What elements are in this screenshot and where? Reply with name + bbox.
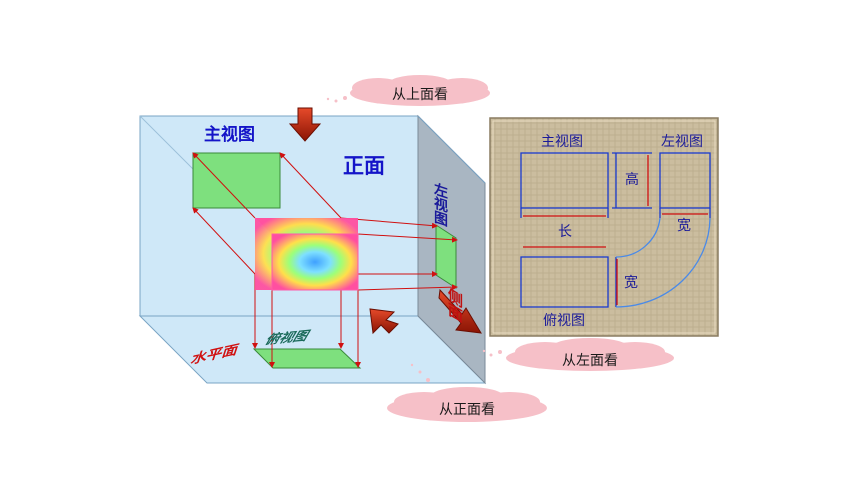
panel-width-side-label: 宽 <box>677 218 691 234</box>
cloud-left <box>482 338 674 371</box>
panel-top-view-rect <box>520 256 609 308</box>
panel-side-view-rect <box>659 152 711 209</box>
top-view-rect <box>252 348 362 369</box>
label-from-top: 从上面看 <box>392 87 448 103</box>
three-view-panel <box>489 117 719 337</box>
cloud-front <box>387 363 547 422</box>
panel-width-top-label: 宽 <box>624 275 638 291</box>
rainbow-cuboid <box>255 218 359 291</box>
arrow-from-front <box>369 308 399 335</box>
panel-front-view-rect <box>520 152 609 209</box>
front-view-title: 主视图 <box>204 125 255 145</box>
label-from-left: 从左面看 <box>562 353 618 369</box>
panel-front-view-label: 主视图 <box>541 134 583 150</box>
panel-length-label: 长 <box>558 224 572 240</box>
front-view-rect <box>192 152 281 209</box>
front-face-title: 正面 <box>343 154 385 178</box>
arrow-from-left <box>438 288 482 334</box>
panel-side-view-label: 左视图 <box>661 134 703 150</box>
side-view-title: 左视图 <box>432 180 448 228</box>
panel-top-view-label: 俯视图 <box>543 313 585 329</box>
label-from-front: 从正面看 <box>439 402 495 418</box>
arrow-from-top <box>288 107 322 142</box>
cloud-top <box>326 75 490 106</box>
panel-height-label: 高 <box>625 172 639 188</box>
